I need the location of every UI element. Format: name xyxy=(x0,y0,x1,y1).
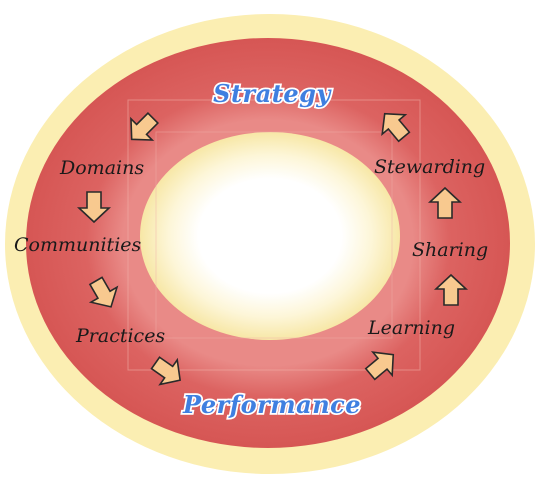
performance-label: Performance xyxy=(182,390,361,419)
stage-stewarding: Stewarding xyxy=(374,156,485,178)
stage-communities: Communities xyxy=(14,234,142,256)
strategy-label: Strategy xyxy=(213,79,332,108)
stage-sharing: Sharing xyxy=(412,239,488,261)
frame-line xyxy=(127,99,421,371)
frame-line-inner xyxy=(155,131,393,339)
stage-learning: Learning xyxy=(367,317,455,339)
inner-ring xyxy=(140,132,400,340)
stage-practices: Practices xyxy=(75,325,165,347)
stage-domains: Domains xyxy=(59,157,144,179)
